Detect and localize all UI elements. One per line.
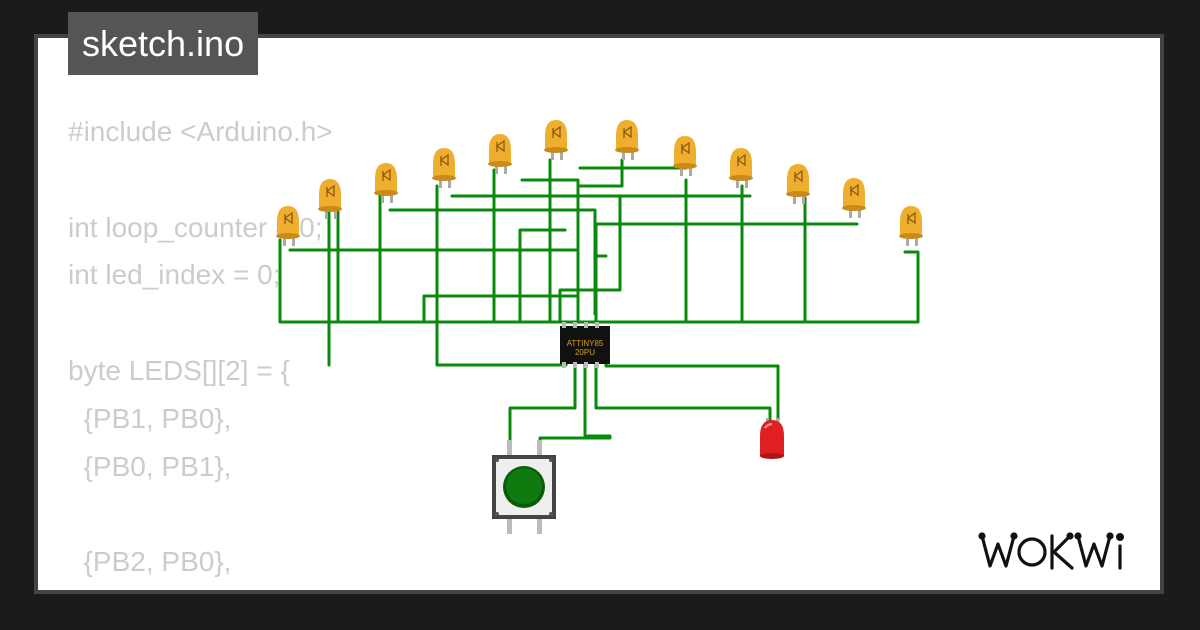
yellow-led[interactable] [899, 206, 923, 246]
code-line: {PB2, PB0}, [68, 546, 232, 578]
code-line: byte LEDS[][2] = { [68, 354, 290, 386]
yellow-led[interactable] [276, 206, 300, 246]
yellow-led[interactable] [318, 179, 342, 219]
wokwi-logo [978, 532, 1125, 570]
yellow-led[interactable] [842, 178, 866, 218]
yellow-led[interactable] [673, 136, 697, 176]
yellow-led[interactable] [374, 163, 398, 203]
preview-card: #include <Arduino.h>int loop_counter = 0… [34, 34, 1164, 594]
chip-label-1: ATTINY85 [567, 339, 604, 348]
attiny85-chip[interactable]: ATTINY85 20PU [560, 322, 610, 368]
yellow-led[interactable] [544, 120, 568, 160]
file-tab[interactable]: sketch.ino [68, 12, 259, 75]
pushbutton[interactable] [492, 440, 556, 534]
code-line: {PB0, PB1}, [68, 450, 232, 482]
code-line: int led_index = 0; [68, 259, 281, 291]
chip-label-2: 20PU [575, 348, 595, 357]
wires [278, 158, 920, 442]
yellow-led[interactable] [432, 148, 456, 188]
yellow-led[interactable] [488, 134, 512, 174]
code-line: {PB1, PB0}, [68, 402, 232, 434]
yellow-led[interactable] [786, 164, 810, 204]
yellow-led[interactable] [615, 120, 639, 160]
yellow-led[interactable] [729, 148, 753, 188]
code-editor: #include <Arduino.h>int loop_counter = 0… [68, 108, 333, 590]
red-led[interactable] [760, 418, 784, 459]
yellow-led-row [276, 120, 923, 246]
code-line: #include <Arduino.h> [68, 116, 333, 147]
